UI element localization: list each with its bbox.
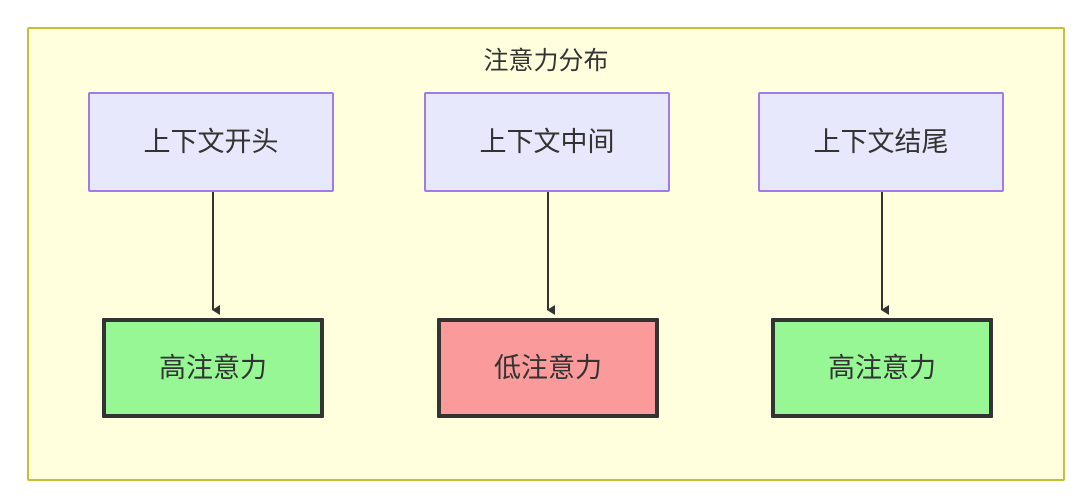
node-context-end[interactable]: 上下文结尾 xyxy=(758,92,1004,192)
node-high-attention-start[interactable]: 高注意力 xyxy=(102,318,324,418)
node-low-attention-middle[interactable]: 低注意力 xyxy=(437,318,659,418)
node-context-middle[interactable]: 上下文中间 xyxy=(424,92,670,192)
node-context-start[interactable]: 上下文开头 xyxy=(88,92,334,192)
subgraph-title: 注意力分布 xyxy=(483,47,609,75)
node-high-attention-end[interactable]: 高注意力 xyxy=(771,318,993,418)
